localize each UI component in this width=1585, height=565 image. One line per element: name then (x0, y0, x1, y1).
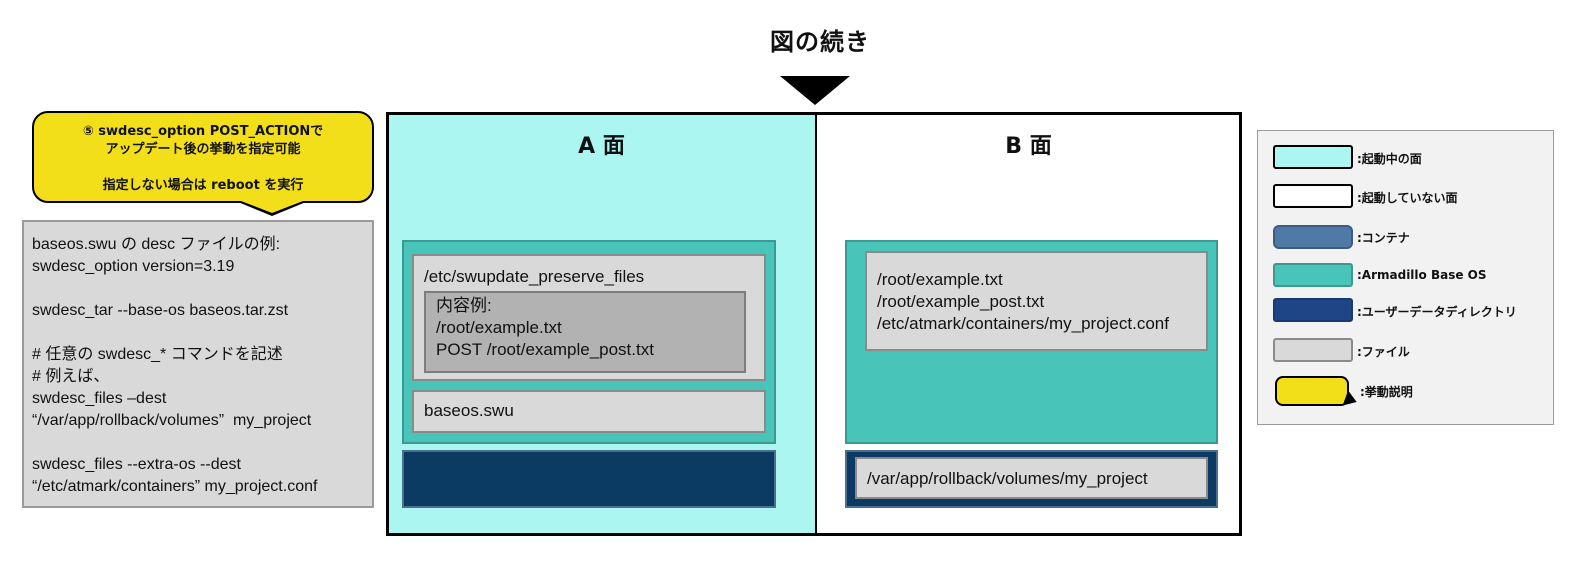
callout-line-1: ⑤ swdesc_option POST_ACTIONで (82, 124, 324, 139)
rollback-volume-path: /var/app/rollback/volumes/my_project (855, 457, 1208, 499)
callout-line-2: アップデート後の挙動を指定可能 (105, 142, 301, 157)
legend-swatch-file (1273, 338, 1353, 362)
legend-label-behavior: :挙動説明 (1360, 385, 1413, 399)
legend-swatch-inactive-plane (1273, 184, 1353, 208)
legend-label-container: :コンテナ (1357, 231, 1410, 245)
legend-swatch-behavior (1275, 376, 1349, 406)
plane-b-label: B 面 (1005, 134, 1052, 159)
plane-a-label: A 面 (578, 134, 625, 159)
plane-b-files: /root/example.txt /root/example_post.txt… (865, 251, 1208, 351)
callout-tail-fill (241, 201, 303, 213)
legend-label-file: :ファイル (1357, 345, 1410, 359)
desc-file-example: baseos.swu の desc ファイルの例: swdesc_option … (22, 220, 374, 508)
legend-label-active-plane: :起動中の面 (1357, 152, 1422, 166)
legend-label-user-data-dir: :ユーザーデータディレクトリ (1357, 305, 1517, 319)
legend-label-inactive-plane: :起動していない面 (1357, 191, 1458, 205)
plane-a-user-data-dir (402, 450, 776, 508)
legend-swatch-user-data-dir (1273, 298, 1353, 322)
preserve-files-title: /etc/swupdate_preserve_files (424, 267, 645, 286)
legend-swatch-container (1273, 225, 1353, 249)
page-title: 図の続き (770, 28, 870, 56)
down-arrow-icon (780, 76, 850, 105)
legend-swatch-active-plane (1273, 145, 1353, 169)
callout-line-3: 指定しない場合は reboot を実行 (102, 178, 304, 193)
preserve-files-example: 内容例: /root/example.txt POST /root/exampl… (424, 291, 746, 373)
behavior-callout: ⑤ swdesc_option POST_ACTIONで アップデート後の挙動を… (32, 111, 374, 203)
baseos-swu-file: baseos.swu (412, 390, 766, 433)
legend-swatch-base-os (1273, 263, 1353, 287)
legend-label-base-os: :Armadillo Base OS (1357, 268, 1487, 282)
